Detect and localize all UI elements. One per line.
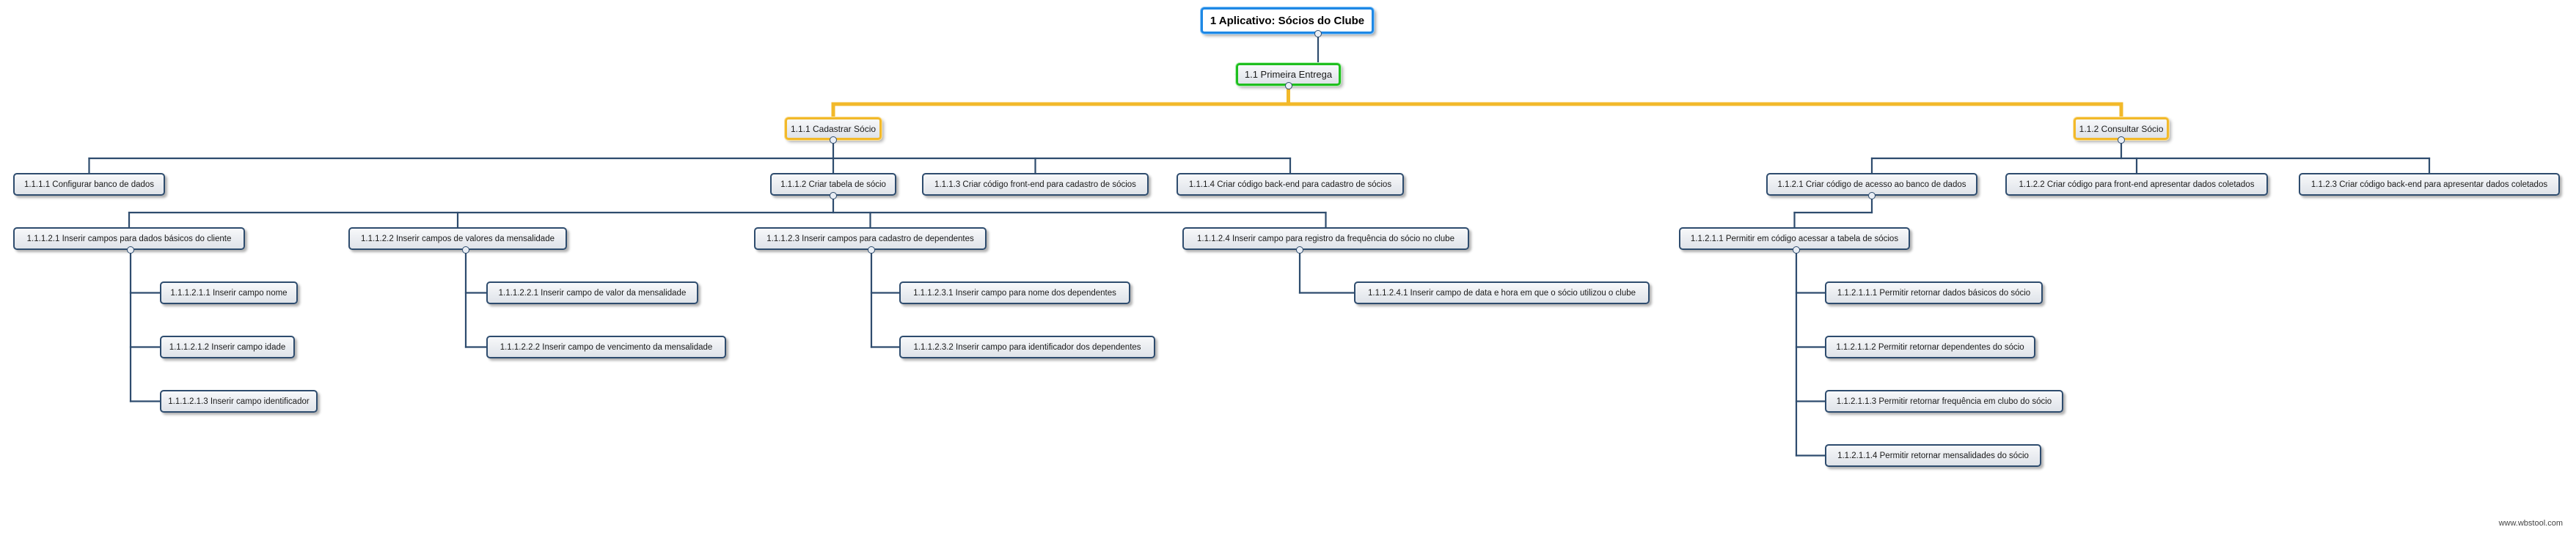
collapse-toggle-icon[interactable] [1284, 82, 1292, 89]
wbs-node-1-aplicativo-socios-do-clube: 1 Aplicativo: Sócios do Clube [1201, 7, 1374, 34]
collapse-toggle-icon[interactable] [2118, 136, 2125, 144]
wbs-node-1-1-1-2-1-2-inserir-campo-idade: 1.1.1.2.1.2 Inserir campo idade [160, 336, 295, 358]
wbs-node-1-1-2-1-1-2-permitir-retornar-dependentes-do-socio: 1.1.2.1.1.2 Permitir retornar dependente… [1825, 336, 2035, 358]
wbs-node-1-1-1-3-criar-codigo-front-end-para-cadastro-de-socios: 1.1.1.3 Criar código front-end para cada… [922, 173, 1149, 196]
wbs-node-1-1-1-cadastrar-socio: 1.1.1 Cadastrar Sócio [785, 117, 882, 140]
collapse-toggle-icon[interactable] [830, 136, 837, 144]
wbs-node-1-1-2-1-1-3-permitir-retornar-frequencia-em-clubo-do-socio: 1.1.2.1.1.3 Permitir retornar frequência… [1825, 390, 2063, 413]
wbs-node-1-1-1-2-2-2-inserir-campo-de-vencimento-da-mensalidade: 1.1.1.2.2.2 Inserir campo de vencimento … [486, 336, 726, 358]
wbs-node-1-1-2-1-1-1-permitir-retornar-dados-basicos-do-socio: 1.1.2.1.1.1 Permitir retornar dados bási… [1825, 281, 2043, 304]
wbs-node-1-1-1-2-1-3-inserir-campo-identificador: 1.1.1.2.1.3 Inserir campo identificador [160, 390, 318, 413]
wbs-node-1-1-1-2-4-inserir-campo-para-registro-da-frequencia-do-socio: 1.1.1.2.4 Inserir campo para registro da… [1182, 227, 1469, 250]
wbs-node-1-1-1-2-2-inserir-campos-de-valores-da-mensalidade: 1.1.1.2.2 Inserir campos de valores da m… [348, 227, 567, 250]
wbs-node-1-1-1-1-configurar-banco-de-dados: 1.1.1.1 Configurar banco de dados [13, 173, 165, 196]
collapse-toggle-icon[interactable] [1793, 246, 1800, 254]
wbs-node-1-1-1-2-3-1-inserir-campo-para-nome-dos-dependentes: 1.1.1.2.3.1 Inserir campo para nome dos … [899, 281, 1130, 304]
wbs-node-1-1-1-2-4-1-inserir-campo-de-data-e-hora-em-que-o-socio-util: 1.1.1.2.4.1 Inserir campo de data e hora… [1354, 281, 1650, 304]
collapse-toggle-icon[interactable] [127, 246, 134, 254]
wbs-node-1-1-1-2-2-1-inserir-campo-de-valor-da-mensalidade: 1.1.1.2.2.1 Inserir campo de valor da me… [486, 281, 698, 304]
wbs-node-1-1-1-4-criar-codigo-back-end-para-cadastro-de-socios: 1.1.1.4 Criar código back-end para cadas… [1177, 173, 1404, 196]
collapse-toggle-icon[interactable] [868, 246, 875, 254]
wbs-node-1-1-1-2-3-inserir-campos-para-cadastro-de-dependentes: 1.1.1.2.3 Inserir campos para cadastro d… [754, 227, 987, 250]
collapse-toggle-icon[interactable] [830, 192, 837, 199]
collapse-toggle-icon[interactable] [1868, 192, 1876, 199]
collapse-toggle-icon[interactable] [462, 246, 469, 254]
collapse-toggle-icon[interactable] [1296, 246, 1303, 254]
wbs-node-1-1-2-2-criar-codigo-para-front-end-apresentar-dados-coletad: 1.1.2.2 Criar código para front-end apre… [2005, 173, 2268, 196]
watermark: www.wbstool.com [2498, 519, 2563, 528]
wbs-node-1-1-2-3-criar-codigo-back-end-para-apresentar-dados-coletado: 1.1.2.3 Criar código back-end para apres… [2299, 173, 2560, 196]
wbs-node-1-1-2-1-1-4-permitir-retornar-mensalidades-do-socio: 1.1.2.1.1.4 Permitir retornar mensalidad… [1825, 444, 2041, 467]
wbs-node-1-1-1-2-criar-tabela-de-socio: 1.1.1.2 Criar tabela de sócio [770, 173, 896, 196]
wbs-node-1-1-1-2-1-1-inserir-campo-nome: 1.1.1.2.1.1 Inserir campo nome [160, 281, 298, 304]
wbs-node-1-1-1-2-3-2-inserir-campo-para-identificador-dos-dependentes: 1.1.1.2.3.2 Inserir campo para identific… [899, 336, 1155, 358]
collapse-toggle-icon[interactable] [1314, 30, 1322, 37]
